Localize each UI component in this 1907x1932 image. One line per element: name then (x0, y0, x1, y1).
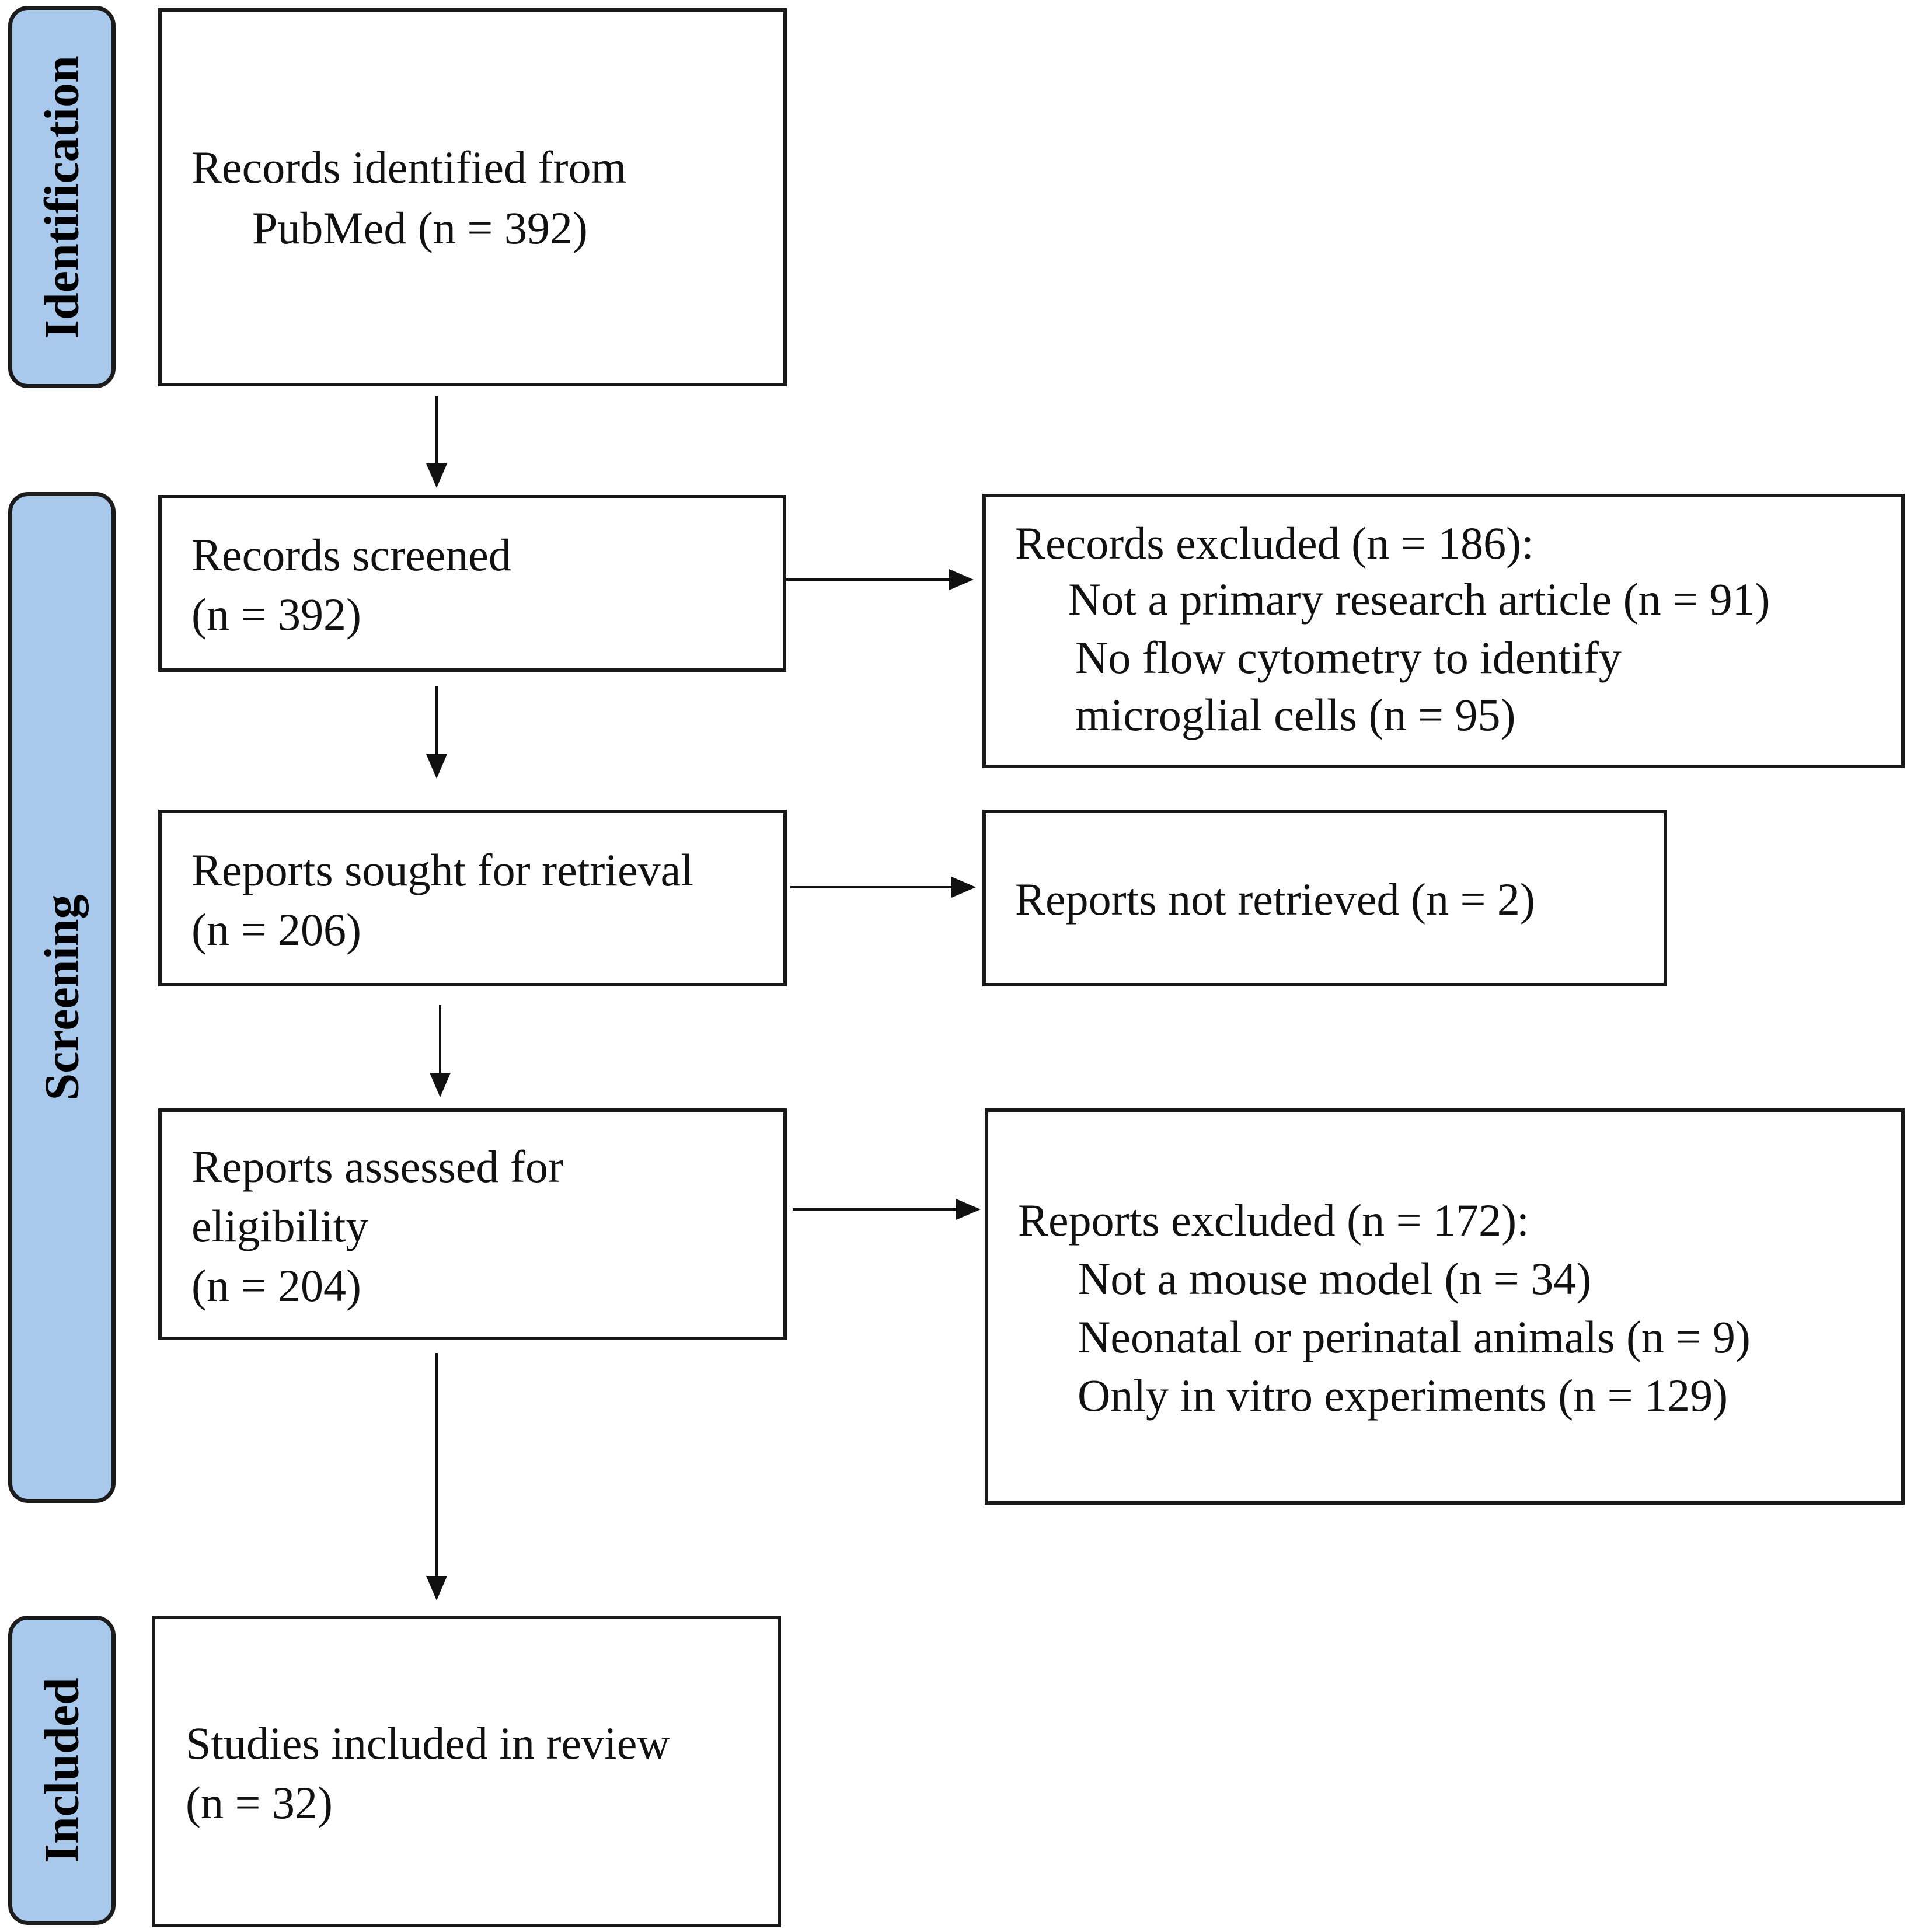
included-line1: Studies included in review (186, 1718, 670, 1769)
records-excluded-item1: Not a primary research article (n = 91) (1068, 574, 1770, 625)
arrow-sought-to-assessed (430, 1005, 451, 1097)
arrow-screened-to-sought (426, 686, 447, 779)
box-records-excluded (982, 494, 1905, 768)
identified-line2: PubMed (n = 392) (252, 203, 588, 253)
reports-excluded-title: Reports excluded (n = 172): (1018, 1195, 1529, 1246)
arrow-sought-to-not-retrieved (790, 877, 976, 898)
not-retrieved-line1: Reports not retrieved (n = 2) (1015, 874, 1535, 925)
records-excluded-item2-line2: microglial cells (n = 95) (1075, 689, 1516, 740)
records-excluded-title: Records excluded (n = 186): (1015, 518, 1534, 569)
box-studies-included (152, 1616, 781, 1927)
arrow-screened-to-records-excluded (786, 569, 974, 590)
assessed-line1: Reports assessed for (191, 1141, 563, 1192)
arrow-identified-to-screened (426, 396, 447, 488)
stage-identification: Identification (8, 6, 116, 388)
box-records-identified (158, 8, 787, 386)
reports-excluded-item3: Only in vitro experiments (n = 129) (1078, 1370, 1728, 1421)
assessed-line2: eligibility (191, 1201, 369, 1251)
reports-excluded-item2: Neonatal or perinatal animals (n = 9) (1078, 1312, 1751, 1362)
sought-line1: Reports sought for retrieval (191, 845, 693, 895)
reports-excluded-item1: Not a mouse model (n = 34) (1078, 1253, 1592, 1304)
screened-line1: Records screened (191, 529, 511, 580)
box-reports-assessed (158, 1108, 787, 1340)
box-reports-sought (158, 810, 787, 986)
assessed-line3: (n = 204) (191, 1260, 361, 1311)
screened-line2: (n = 392) (191, 589, 361, 640)
box-reports-excluded (985, 1108, 1905, 1505)
arrow-assessed-to-included (426, 1353, 447, 1600)
records-excluded-item2-line1: No flow cytometry to identify (1075, 632, 1622, 683)
arrow-assessed-to-reports-excluded (793, 1199, 981, 1220)
sought-line2: (n = 206) (191, 904, 361, 955)
stage-screening: Screening (8, 492, 116, 1503)
included-line2: (n = 32) (186, 1777, 333, 1828)
box-reports-not-retrieved (982, 810, 1667, 986)
box-records-screened (158, 495, 786, 672)
stage-included: Included (8, 1616, 116, 1925)
identified-line1: Records identified from (191, 142, 627, 193)
